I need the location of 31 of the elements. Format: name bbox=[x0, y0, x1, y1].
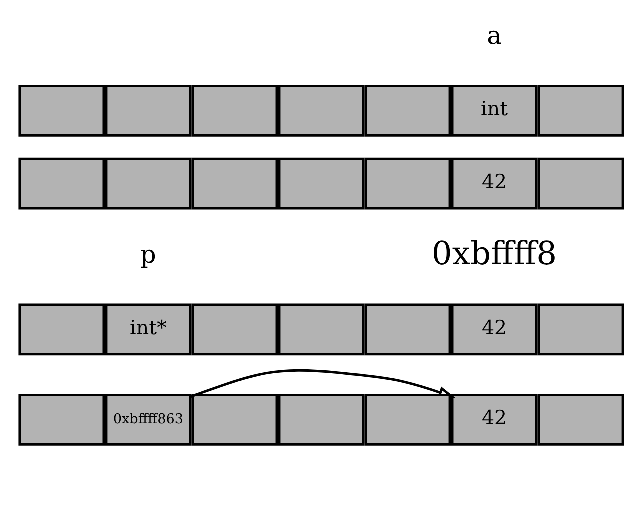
node-label: a bbox=[487, 21, 502, 50]
node-box bbox=[18, 158, 106, 210]
node-box bbox=[538, 158, 624, 210]
node-box bbox=[364, 304, 452, 356]
node-box: 0xbffff863 bbox=[105, 394, 192, 446]
node-box bbox=[18, 394, 106, 446]
node-box: int bbox=[451, 84, 538, 137]
node-box bbox=[278, 304, 365, 356]
node-box bbox=[278, 394, 365, 446]
node-box bbox=[364, 158, 452, 210]
node-box bbox=[364, 394, 452, 446]
node-box bbox=[278, 158, 365, 210]
node-box bbox=[192, 304, 278, 356]
node-box: 42 bbox=[451, 158, 538, 210]
node-box: int* bbox=[105, 304, 192, 356]
node-box: 42 bbox=[451, 394, 538, 446]
node-box bbox=[192, 158, 278, 210]
node-box bbox=[278, 84, 365, 137]
node-label: 0xbffff8 bbox=[432, 234, 558, 273]
node-box bbox=[18, 84, 106, 137]
node-box bbox=[538, 394, 624, 446]
node-box bbox=[192, 84, 278, 137]
node-box bbox=[105, 158, 192, 210]
node-box: 42 bbox=[451, 304, 538, 356]
node-box bbox=[192, 394, 278, 446]
node-box bbox=[538, 84, 624, 137]
node-box bbox=[105, 84, 192, 137]
node-box bbox=[364, 84, 452, 137]
node-box bbox=[18, 304, 106, 356]
node-label: p bbox=[140, 240, 156, 269]
node-box bbox=[538, 304, 624, 356]
